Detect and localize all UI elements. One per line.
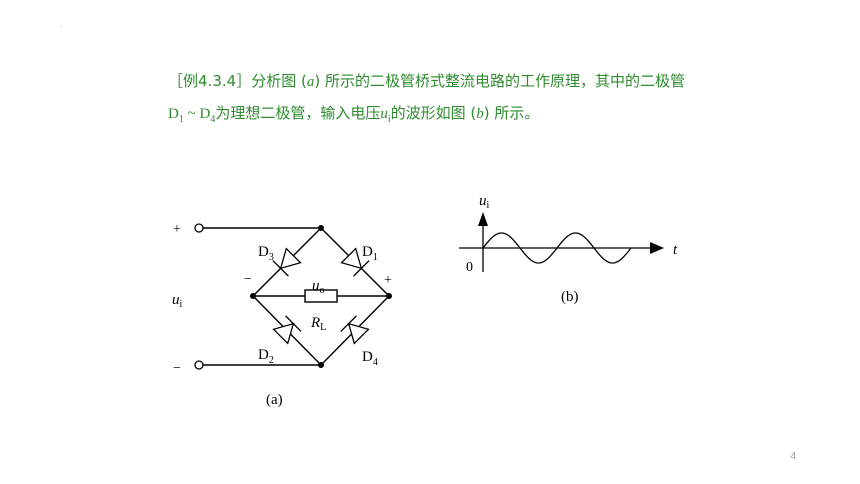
- junction-node-right: [386, 293, 392, 299]
- problem-text: 分析图 (: [251, 72, 307, 90]
- junction-node-bottom: [318, 362, 324, 368]
- diode-d3-subscript: 3: [269, 252, 274, 263]
- diode-d4-subscript: 4: [373, 357, 378, 368]
- junction-node-top: [318, 225, 324, 231]
- waveform-y-symbol: u: [479, 193, 487, 209]
- load-resistor-symbol: R: [310, 315, 320, 331]
- input-terminal-top: [194, 223, 204, 233]
- diode-d3-letter: D: [258, 244, 269, 260]
- problem-statement: ［例4.3.4］分析图 (a) 所示的二极管桥式整流电路的工作原理，其中的二极管…: [168, 66, 728, 135]
- waveform-origin-label: 0: [466, 260, 473, 275]
- diode-d3-label: D3: [258, 244, 274, 263]
- input-voltage-symbol: u: [172, 292, 180, 308]
- input-sine-wave: [482, 232, 632, 264]
- problem-text: 为理想二极管，输入电压: [215, 104, 381, 122]
- input-voltage-subscript: i: [387, 114, 391, 125]
- output-voltage-symbol: u: [312, 278, 320, 294]
- output-voltage-label: uo: [312, 278, 325, 296]
- fig-a-ref: a: [306, 74, 315, 90]
- diode-d1-subscript: 1: [373, 252, 378, 263]
- figure-b-caption: (b): [561, 289, 579, 305]
- input-voltage-subscript: i: [180, 299, 183, 310]
- bracket-open: ［: [168, 72, 184, 90]
- diode-d2-label: D2: [258, 347, 274, 366]
- load-resistor-subscript: L: [320, 322, 326, 333]
- diode-d4-icon: [340, 315, 370, 345]
- waveform-x-label: t: [673, 242, 678, 258]
- waveform-y-subscript: i: [487, 200, 490, 211]
- load-resistor-label: RL: [310, 315, 326, 333]
- problem-text: ) 所示。: [483, 104, 540, 122]
- diode-d4-label: D4: [362, 349, 378, 368]
- tilde: ~: [183, 106, 200, 122]
- waveform-y-label: ui: [479, 193, 490, 211]
- input-voltage-symbol: u: [380, 106, 388, 122]
- minus-terminal-label: −: [173, 361, 181, 376]
- page-number: 4: [790, 451, 796, 462]
- diode-d2-subscript: 2: [269, 355, 274, 366]
- problem-text: 的波形如图 (: [390, 104, 477, 122]
- diode-symbol: D: [199, 106, 211, 122]
- figure-a-caption: (a): [266, 392, 283, 408]
- time-axis-arrow-icon: [650, 242, 664, 254]
- input-voltage-label: ui: [172, 292, 183, 310]
- junction-node-left: [250, 293, 256, 299]
- diode-d4-letter: D: [362, 349, 373, 365]
- output-plus-label: +: [384, 273, 392, 288]
- output-voltage-subscript: o: [320, 285, 325, 296]
- bracket-close: ］: [236, 72, 252, 90]
- load-resistor: [304, 289, 338, 303]
- diode-d3-icon: [272, 247, 302, 277]
- output-minus-label: −: [244, 272, 252, 287]
- diode-d2-icon: [272, 315, 302, 345]
- diode-d1-letter: D: [362, 244, 373, 260]
- plus-terminal-label: +: [173, 222, 181, 237]
- fig-b-ref: b: [476, 106, 484, 122]
- diode-subscript: 1: [178, 114, 184, 125]
- input-terminal-bottom: [194, 360, 204, 370]
- example-label: 例4.3.4: [183, 72, 237, 90]
- diode-d1-icon: [340, 247, 370, 277]
- waveform-plot: [459, 212, 664, 272]
- diode-subscript: 4: [210, 114, 216, 125]
- corner-mark: .: [60, 20, 63, 29]
- diode-d1-label: D1: [362, 244, 378, 263]
- diode-symbol: D: [168, 106, 179, 122]
- diode-d2-letter: D: [258, 347, 269, 363]
- problem-text: ) 所示的二极管桥式整流电路的工作原理，其中的二极管: [314, 72, 685, 90]
- voltage-axis-arrow-icon: [478, 212, 488, 226]
